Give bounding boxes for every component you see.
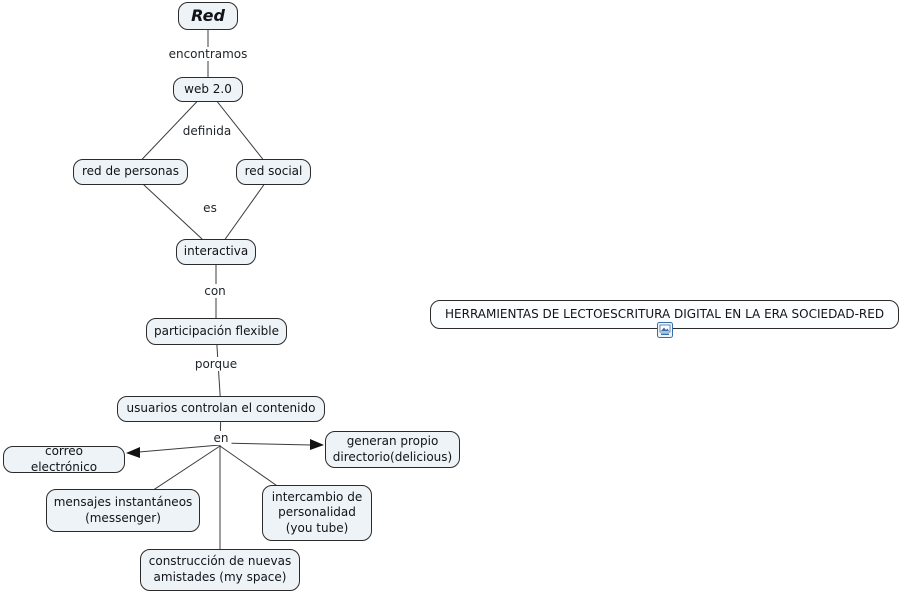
resource-icon[interactable] — [657, 322, 673, 338]
arrowhead-right — [310, 439, 324, 450]
concept-correo-electronico[interactable]: correo electrónico — [3, 444, 125, 474]
concept-participacion-flexible[interactable]: participación flexible — [146, 318, 287, 345]
concept-web20[interactable]: web 2.0 — [173, 77, 243, 102]
linking-phrase-es[interactable]: es — [200, 201, 220, 215]
linking-phrase-definida[interactable]: definida — [179, 124, 235, 138]
concept-red-social[interactable]: red social — [236, 159, 311, 185]
concept-root-red[interactable]: Red — [178, 2, 238, 30]
linking-phrase-porque[interactable]: porque — [191, 357, 241, 371]
concept-mensajes-instantaneos[interactable]: mensajes instantáneos (messenger) — [46, 489, 200, 532]
linking-phrase-en[interactable]: en — [210, 431, 232, 445]
concept-interactiva[interactable]: interactiva — [176, 239, 256, 265]
arrowhead-left — [126, 447, 140, 458]
linking-phrase-encontramos[interactable]: encontramos — [165, 47, 251, 61]
concept-usuarios-controlan[interactable]: usuarios controlan el contenido — [117, 396, 325, 422]
linking-phrase-con[interactable]: con — [201, 284, 229, 298]
concept-red-de-personas[interactable]: red de personas — [73, 159, 188, 185]
concept-construccion-amistades[interactable]: construcción de nuevas amistades (my spa… — [140, 549, 300, 591]
concept-intercambio-personalidad[interactable]: intercambio de personalidad (you tube) — [262, 485, 372, 541]
concept-generan-directorio[interactable]: generan propio directorio(delicious) — [325, 431, 460, 468]
